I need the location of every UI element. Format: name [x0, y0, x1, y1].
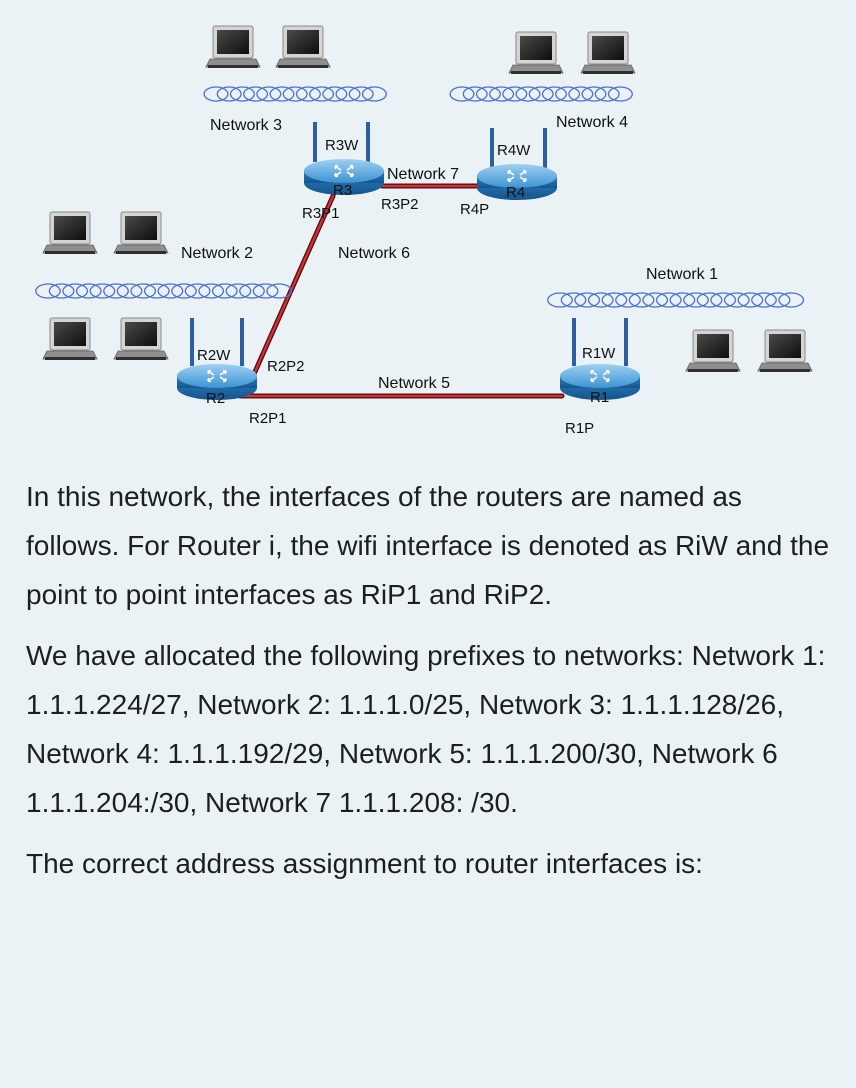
question-text: In this network, the interfaces of the r… [26, 472, 841, 900]
label-r4: R4 [506, 184, 525, 201]
label-r3: R3 [333, 182, 352, 199]
paragraph-interfaces: In this network, the interfaces of the r… [26, 481, 830, 610]
laptop-icon [42, 211, 98, 255]
label-network-5: Network 5 [378, 375, 450, 392]
paragraph-question: The correct address assignment to router… [26, 848, 703, 879]
label-r2p1: R2P1 [249, 410, 287, 427]
links [237, 183, 565, 399]
label-r3p1: R3P1 [302, 205, 340, 222]
laptop-icon [275, 25, 331, 69]
wifi-wave-network-4 [449, 86, 633, 102]
label-network-1: Network 1 [646, 266, 718, 283]
label-r1w: R1W [582, 345, 616, 362]
label-network-2: Network 2 [181, 245, 253, 262]
antennas [190, 122, 628, 366]
label-r4p: R4P [460, 201, 489, 218]
label-network-4: Network 4 [556, 114, 628, 131]
network-diagram: Network 3 Network 4 Network 7 Network 6 … [35, 25, 813, 437]
label-r3p2: R3P2 [381, 196, 419, 213]
label-network-7: Network 7 [387, 166, 459, 183]
label-network-6: Network 6 [338, 245, 410, 262]
label-r3w: R3W [325, 137, 359, 154]
laptop-icon [757, 329, 813, 373]
label-r4w: R4W [497, 142, 531, 159]
wifi-wave-network-3 [203, 86, 387, 102]
label-r2w: R2W [197, 347, 231, 364]
paragraph-prefixes: We have allocated the following prefixes… [26, 640, 826, 818]
wifi-wave-network-2 [35, 283, 293, 299]
laptop-icon [42, 317, 98, 361]
laptop-icon [685, 329, 741, 373]
wifi-wave-network-1 [547, 292, 805, 308]
laptop-icon [205, 25, 261, 69]
label-r2: R2 [206, 390, 225, 407]
laptop-icon [508, 31, 564, 75]
label-r1: R1 [590, 389, 609, 406]
laptops [42, 25, 813, 373]
laptop-icon [580, 31, 636, 75]
label-network-3: Network 3 [210, 117, 282, 134]
laptop-icon [113, 211, 169, 255]
label-r1p: R1P [565, 420, 594, 437]
wifi-waves [35, 86, 805, 308]
label-r2p2: R2P2 [267, 358, 305, 375]
laptop-icon [113, 317, 169, 361]
